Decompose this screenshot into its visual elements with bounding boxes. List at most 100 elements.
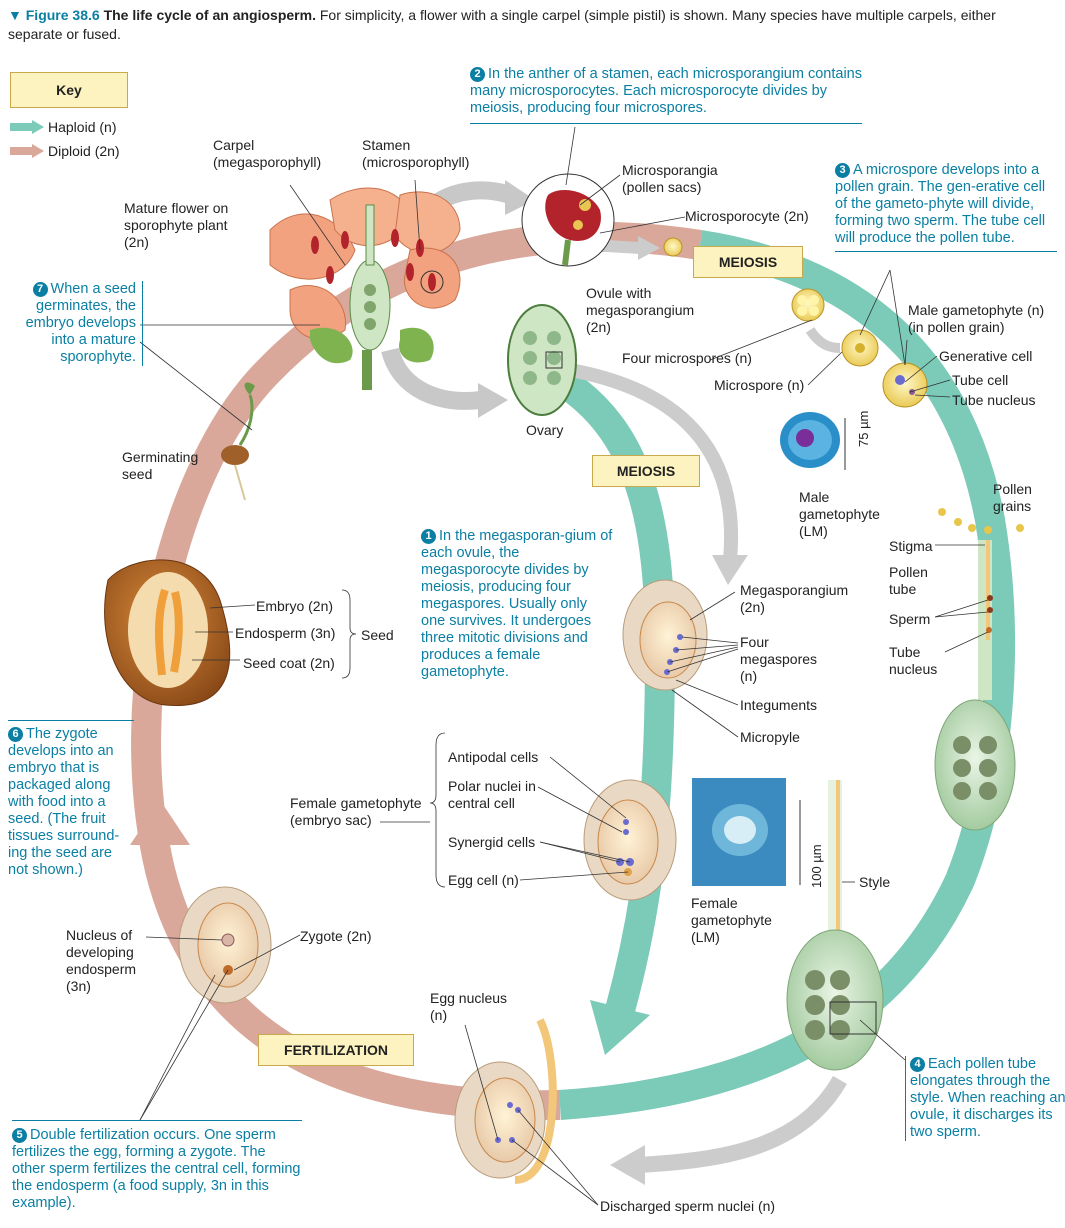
step-6-text: The zygote develops into an embryo that … [8,726,120,878]
label-tube-cell: Tube cell [952,372,1009,388]
diploid-key-label: Diploid (2n) [48,143,120,159]
step-1-number: 1 [421,529,436,544]
label-ovule: Ovule with megasporangium (2n) [586,285,695,335]
step-3-text: A microspore develops into a pollen grai… [835,162,1046,246]
label-scale-100: 100 µm [809,844,824,888]
label-integuments: Integuments [740,697,818,713]
seed-illustration [104,559,231,707]
grey-arrowhead-megasporangium [712,555,748,585]
haploid-female-arrowhead [590,1000,650,1055]
label-tube-nucleus-2: Tube nucleus [889,644,938,677]
step-5-text: Double fertilization occurs. One sperm f… [12,1127,301,1211]
diploid-key-arrow [10,144,44,158]
label-stigma: Stigma [889,538,933,554]
leader-lines [139,126,989,1206]
figure-number: ▼ Figure 38.6 [8,7,100,23]
label-style: Style [859,874,891,890]
label-ovary: Ovary [526,422,564,438]
label-seed-coat: Seed coat (2n) [243,655,335,671]
label-generative-cell: Generative cell [939,348,1033,364]
label-embryo: Embryo (2n) [256,598,334,614]
flower-illustration [269,187,461,390]
meiosis-middle-box: MEIOSIS [592,455,700,487]
label-megasporangium: Megasporangium (2n) [740,582,849,615]
step-7-text: When a seed germinates, the embryo devel… [25,281,136,365]
discharge-ovule [454,1018,557,1184]
grey-arrowhead-discharge [610,1145,645,1185]
style-and-ovary [786,780,884,1071]
label-four-megaspores: Four megaspores (n) [740,634,818,684]
label-tube-nucleus: Tube nucleus [952,392,1036,408]
figure-title: The life cycle of an angiosperm. [103,7,316,23]
label-male-gametophyte: Male gametophyte (n) (in pollen grain) [908,302,1045,335]
label-mature-flower: Mature flower on sporophyte plant (2n) [124,200,229,250]
label-micropyle: Micropyle [740,729,800,745]
label-male-gametophyte-lm: Male gametophyte (LM) [799,489,880,539]
pollen-stages [663,237,928,408]
step-3-number: 3 [835,163,850,178]
label-pollen-tube: Pollen tube [889,564,928,597]
label-sperm: Sperm [889,611,931,627]
step-4-number: 4 [910,1057,925,1072]
grey-arrowhead-anther [505,180,535,215]
label-microspore: Microspore (n) [714,377,805,393]
figure-caption: ▼ Figure 38.6 The life cycle of an angio… [8,6,1008,44]
label-scale-75: 75 µm [856,410,871,447]
germinating-seed-illustration [221,382,255,501]
step-2-number: 2 [470,67,485,82]
label-antipodal: Antipodal cells [448,749,539,765]
step-7-number: 7 [32,282,48,297]
label-carpel: Carpel (megasporophyll) [213,137,322,170]
stigma-pollen-tube [934,508,1024,831]
label-polar-nuclei: Polar nuclei in central cell [448,778,536,811]
grey-arrow-to-megasporangium [568,363,739,561]
label-endosperm: Endosperm (3n) [235,625,336,641]
label-stamen: Stamen (microsporophyll) [362,137,470,170]
grey-arrow-to-discharge [639,1075,847,1173]
label-egg-nucleus: Egg nucleus (n) [430,990,508,1023]
step-4-text: Each pollen tube elongates through the s… [910,1056,1065,1140]
female-gametophyte-micrograph [692,778,801,886]
meiosis-top-box: MEIOSIS [693,246,803,278]
label-female-gametophyte-lm: Female gametophyte (LM) [691,895,772,945]
step-1-text: In the megasporan-gium of each ovule, th… [421,528,613,680]
female-gametophyte-ovule [583,779,677,901]
label-nucleus-endosperm: Nucleus of developing endosperm (3n) [66,927,137,994]
haploid-key-label: Haploid (n) [48,119,117,135]
grey-arrow-to-ovary [381,347,482,410]
label-pollen-grains: Pollen grains [993,481,1032,514]
step-5-number: 5 [12,1128,27,1143]
label-germinating-seed: Germinating seed [122,449,199,482]
step-2-text: In the anther of a stamen, each microspo… [470,66,862,116]
megasporangium-ovule [622,579,708,691]
haploid-key-arrow [10,120,44,134]
key-title: Key [10,72,128,108]
grey-arrowhead-ovary [478,383,508,418]
label-seed: Seed [361,627,394,643]
label-egg-cell: Egg cell (n) [448,872,519,888]
female-gametophyte-brace [429,732,446,888]
label-synergid: Synergid cells [448,834,536,850]
label-discharged-sperm: Discharged sperm nuclei (n) [600,1198,776,1214]
fertilized-ovule-left [178,886,272,1004]
label-female-gametophyte: Female gametophyte (embryo sac) [290,795,422,828]
seed-brace [341,589,357,679]
diploid-arrowhead [130,800,190,845]
figure-caption-text: For simplicity, a flower with a single c… [8,7,996,42]
step-6-number: 6 [8,727,23,742]
label-microsporocyte: Microsporocyte (2n) [685,208,809,224]
ovary-illustration [507,304,577,416]
grey-arrow-microspore [805,327,841,353]
fertilization-box: FERTILIZATION [258,1034,414,1066]
anther-closeup [521,173,615,267]
label-four-microspores: Four microspores (n) [622,350,752,366]
label-zygote: Zygote (2n) [300,928,372,944]
